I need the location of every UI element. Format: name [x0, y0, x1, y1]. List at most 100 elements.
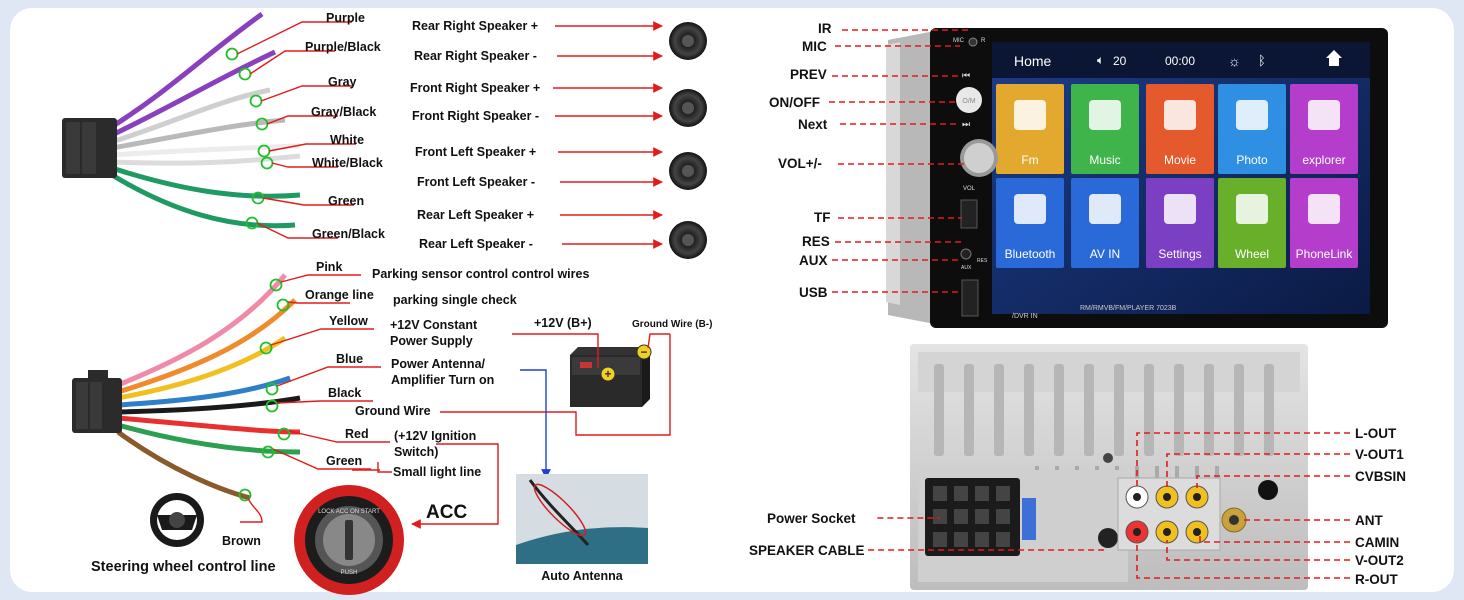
speaker-icon	[669, 152, 707, 190]
tile-label: Bluetooth	[1005, 247, 1056, 261]
back-port-label: CAMIN	[1355, 535, 1399, 550]
battery-positive-line	[512, 333, 599, 368]
acc-label: ACC	[426, 502, 467, 523]
back-port-label: V-OUT2	[1355, 553, 1404, 568]
screen-tile: Bluetooth	[996, 178, 1064, 268]
power-button	[956, 87, 982, 113]
tile-label: explorer	[1302, 153, 1345, 167]
wire-marker	[261, 445, 275, 459]
wire-leader	[266, 115, 338, 125]
wire-function-label: Power Antenna/	[391, 357, 486, 371]
steering-wheel-icon	[150, 493, 204, 547]
wire-function-label: Rear Left Speaker +	[417, 208, 534, 222]
wire-color-label: Yellow	[329, 314, 368, 328]
wire-leader	[271, 162, 338, 168]
wire-leader	[268, 143, 356, 152]
wire-leader	[260, 85, 352, 102]
home-icon	[1326, 50, 1342, 66]
wire-marker	[277, 427, 291, 441]
model-text: RM/RMVB/FM/PLAYER 7023B	[1080, 305, 1177, 312]
front-port-label: PREV	[790, 67, 827, 82]
svg-text:−: −	[640, 345, 647, 359]
tile-label: AV IN	[1090, 247, 1120, 261]
dvr-label: /DVR IN	[1012, 313, 1038, 320]
screen-tile: PhoneLink	[1290, 178, 1358, 268]
screen-tile: AV IN	[1071, 178, 1139, 268]
wire-marker	[249, 94, 263, 108]
tile-label: PhoneLink	[1296, 247, 1354, 261]
screen-tile: Wheel	[1218, 178, 1286, 268]
wire-leader	[256, 222, 338, 239]
battery-positive-label: +12V (B+)	[534, 316, 592, 330]
back-leader	[1166, 540, 1350, 561]
front-port-label: AUX	[799, 253, 828, 268]
wire-leader	[262, 197, 354, 206]
back-leader	[1196, 475, 1350, 488]
screen-tile: Music	[1071, 84, 1139, 174]
front-port-label: ON/OFF	[769, 95, 820, 110]
wire-color-label: Pink	[316, 260, 342, 274]
wire-function-label: Rear Left Speaker -	[419, 237, 533, 251]
front-port-label: USB	[799, 285, 828, 300]
back-port-label: CVBSIN	[1355, 469, 1406, 484]
antenna-caption: Auto Antenna	[541, 569, 624, 583]
front-port-label: RES	[802, 234, 830, 249]
front-port-label: Next	[798, 117, 828, 132]
front-port-label: MIC	[802, 39, 827, 54]
wire-color-label: Gray	[328, 75, 357, 89]
wire-leader	[280, 274, 361, 283]
wire-color-label: Purple/Black	[305, 40, 381, 54]
back-leader	[1166, 453, 1350, 488]
bottom-wire-markers	[238, 278, 291, 502]
wire-color-label: Black	[328, 386, 361, 400]
ignition-switch: LOCK ACC ON START PUSH	[294, 485, 404, 595]
wire-color-label: Brown	[222, 534, 261, 548]
screen-tile: Fm	[996, 84, 1064, 174]
wire-function-label: Switch)	[394, 445, 438, 459]
wire-marker	[259, 341, 273, 355]
back-port-label: SPEAKER CABLE	[749, 543, 865, 558]
bottom-harness	[72, 273, 301, 501]
speaker-icon	[669, 89, 707, 127]
wire-leader	[288, 430, 390, 443]
back-port-label: R-OUT	[1355, 572, 1398, 587]
wire-color-label: White	[330, 133, 364, 147]
speaker-icon: 🔈︎	[1097, 53, 1104, 67]
back-port-label: L-OUT	[1355, 426, 1397, 441]
screen-home-label: Home	[1014, 53, 1052, 69]
tile-label: Photo	[1236, 153, 1268, 167]
wire-leader	[287, 301, 350, 304]
wire-leader	[272, 448, 371, 470]
wire-marker	[265, 399, 279, 413]
tf-slot	[960, 199, 978, 229]
acc-line	[411, 443, 499, 529]
wire-leader	[276, 366, 381, 387]
wire-function-label: +12V Constant	[390, 318, 478, 332]
tile-label: Music	[1089, 153, 1120, 167]
screen-tile: Photo	[1218, 84, 1286, 174]
wire-marker	[276, 298, 290, 312]
antenna-line	[520, 369, 551, 479]
bezel-rst-text: R	[981, 38, 986, 44]
wire-color-label: Green	[328, 194, 364, 208]
screen-tile: Settings	[1146, 178, 1214, 268]
wire-marker	[238, 67, 252, 81]
back-port-label: ANT	[1355, 513, 1383, 528]
aux-jack	[960, 248, 972, 260]
wire-color-label: Orange line	[305, 288, 374, 302]
svg-text:+: +	[604, 367, 611, 381]
front-port-label: IR	[818, 21, 832, 36]
head-unit-back	[910, 344, 1308, 590]
usb-port	[961, 279, 979, 317]
speaker-icon	[669, 221, 707, 259]
wire-leader	[276, 400, 373, 404]
wire-function-label: (+12V Ignition	[394, 429, 476, 443]
top-harness	[62, 11, 301, 229]
bezel-mic-text: MIC	[953, 38, 965, 44]
wire-function-label: Small light line	[393, 465, 481, 479]
tile-label: Settings	[1158, 247, 1201, 261]
wire-color-label: Red	[345, 427, 369, 441]
tile-label: Wheel	[1235, 247, 1269, 261]
speaker-icon	[669, 22, 707, 60]
bezel-aux-text: AUX	[961, 265, 972, 271]
